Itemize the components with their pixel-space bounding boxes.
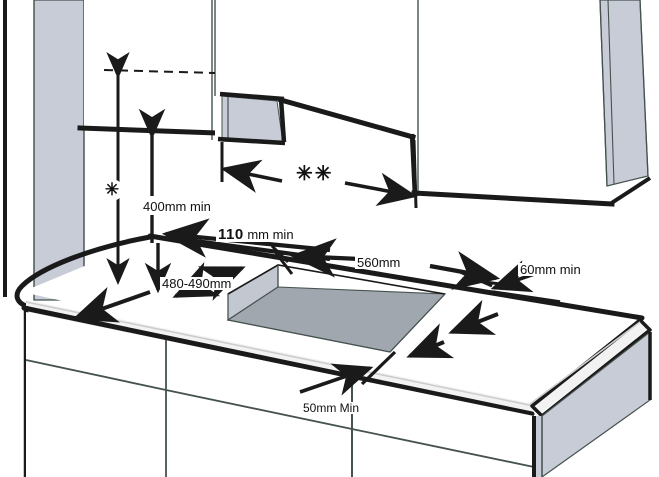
footnote-single-asterisk-badge: ✳ <box>101 179 123 201</box>
label-480-490mm: 480-490mm <box>160 276 234 291</box>
dimension-50mm <box>299 350 397 396</box>
upper-cabinet-left <box>77 0 221 140</box>
dimension-560mm <box>274 238 501 290</box>
dimension-double-star <box>220 139 418 209</box>
upper-cabinet-center-hood <box>214 0 288 146</box>
label-60mm-min: 60mm min <box>518 262 583 277</box>
dimension-60mm <box>406 260 561 359</box>
label-560mm: 560mm <box>355 255 403 270</box>
upper-cabinet-right <box>411 0 652 207</box>
lower-cabinets <box>23 306 652 477</box>
label-110mm-value: 110 <box>218 226 244 243</box>
label-50mm-min: 50mm Min <box>301 401 362 415</box>
label-110mm-unit: mm min <box>247 227 294 242</box>
footnote-double-asterisk: ✳✳ <box>293 164 337 184</box>
left-wall-panel <box>3 0 85 301</box>
hob-cutout <box>226 264 447 353</box>
label-400mm-min: 400mm min <box>139 198 215 215</box>
label-110mm-min: 110 mm min <box>216 227 296 242</box>
